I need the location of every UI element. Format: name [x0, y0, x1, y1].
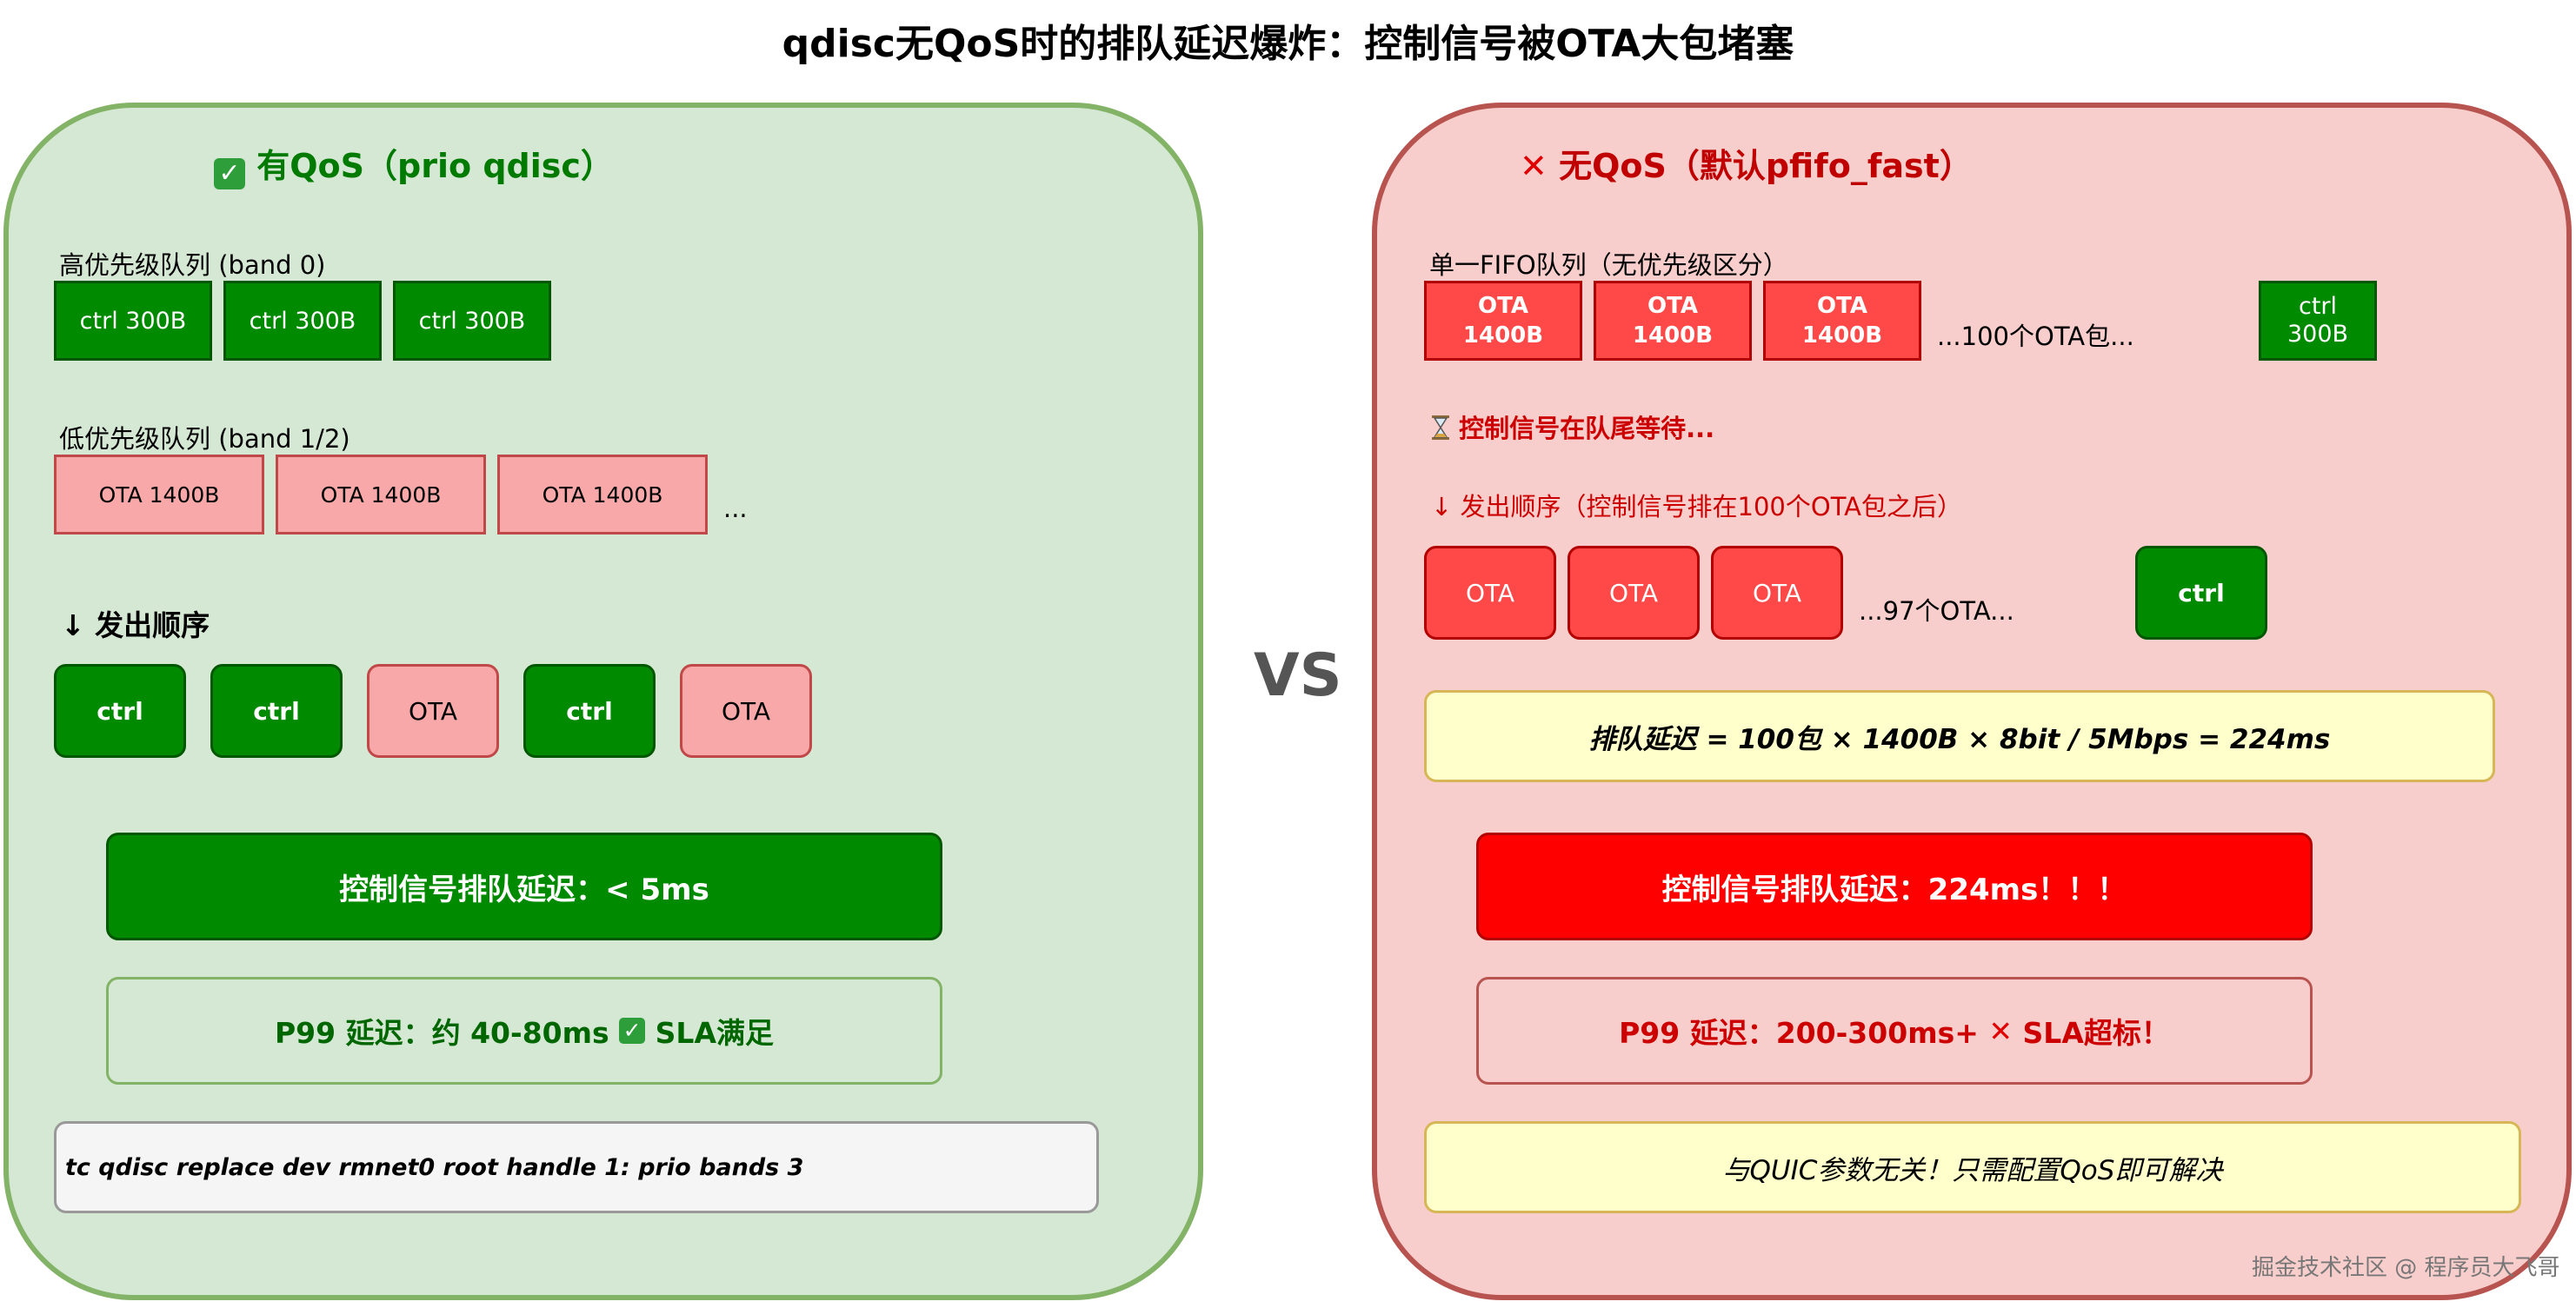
- low-priority-queue-label: 低优先级队列 (band 1/2): [59, 424, 350, 454]
- low-queue-packet: OTA 1400B: [54, 455, 264, 534]
- order-ctrl-packet: ctrl: [54, 664, 186, 758]
- hourglass-icon: [1432, 415, 1449, 440]
- high-queue-packet: ctrl 300B: [223, 281, 382, 361]
- left-delay-banner: 控制信号排队延迟：< 5ms: [106, 833, 942, 940]
- left-p99-suffix: SLA满足: [655, 1016, 774, 1050]
- left-p99-text: P99 延迟：约 40-80ms: [275, 1016, 609, 1050]
- fifo-ota-packet: OTA 1400B: [1763, 281, 1921, 361]
- solution-note: 与QUIC参数无关！只需配置QoS即可解决: [1424, 1121, 2521, 1213]
- fifo-ctrl-packet: ctrl 300B: [2259, 281, 2377, 361]
- low-queue-more: ...: [723, 494, 748, 523]
- no-qos-heading: ✕ 无QoS（默认pfifo_fast）: [1520, 139, 1973, 187]
- order-ota-packet: OTA: [1568, 546, 1700, 640]
- order-ota-packet: OTA: [1711, 546, 1843, 640]
- high-queue-packet: ctrl 300B: [393, 281, 551, 361]
- right-order-label: ↓ 发出顺序（控制信号排在100个OTA包之后）: [1431, 492, 1962, 521]
- right-p99-text: P99 延迟：200-300ms+: [1619, 1016, 1979, 1050]
- right-p99-suffix: SLA超标！: [2022, 1016, 2170, 1050]
- order-ctrl-packet: ctrl: [2135, 546, 2267, 640]
- watermark: 掘金技术社区 @ 程序员大飞哥: [2252, 1255, 2560, 1281]
- vs-label: VS: [1254, 641, 1342, 710]
- left-p99-banner: P99 延迟：约 40-80ms ✓ SLA满足: [106, 977, 942, 1085]
- delay-formula: 排队延迟 = 100包 × 1400B × 8bit / 5Mbps = 224…: [1424, 690, 2495, 782]
- fifo-ota-packet: OTA 1400B: [1594, 281, 1752, 361]
- cross-mark-icon: ✕: [1520, 147, 1548, 185]
- right-p99-banner: P99 延迟：200-300ms+ ✕ SLA超标！: [1476, 977, 2313, 1085]
- tc-command-box: tc qdisc replace dev rmnet0 root handle …: [54, 1121, 1099, 1213]
- page-title: qdisc无QoS时的排队延迟爆炸：控制信号被OTA大包堵塞: [782, 22, 1794, 66]
- high-priority-queue-label: 高优先级队列 (band 0): [59, 250, 326, 280]
- low-queue-packet: OTA 1400B: [497, 455, 708, 534]
- low-queue-packet: OTA 1400B: [276, 455, 486, 534]
- waiting-text: 控制信号在队尾等待...: [1459, 414, 1715, 443]
- order-ota-packet: OTA: [680, 664, 812, 758]
- fifo-queue-more: ...100个OTA包...: [1937, 322, 2134, 351]
- right-delay-banner: 控制信号排队延迟：224ms！！！: [1476, 833, 2313, 940]
- high-queue-packet: ctrl 300B: [54, 281, 212, 361]
- fifo-ota-packet: OTA 1400B: [1424, 281, 1582, 361]
- qos-heading: ✓ 有QoS（prio qdisc）: [214, 139, 614, 189]
- order-ctrl-packet: ctrl: [210, 664, 343, 758]
- order-ota-packet: OTA: [1424, 546, 1556, 640]
- order-ota-packet: OTA: [367, 664, 499, 758]
- cross-mark-icon: ✕: [1988, 1013, 2014, 1048]
- qos-heading-text: 有QoS（prio qdisc）: [256, 147, 614, 185]
- check-mark-icon: ✓: [619, 1018, 646, 1044]
- fifo-queue-label: 单一FIFO队列（无优先级区分）: [1429, 250, 1788, 280]
- order-ctrl-packet: ctrl: [523, 664, 656, 758]
- check-mark-icon: ✓: [214, 158, 245, 189]
- waiting-note: 控制信号在队尾等待...: [1431, 408, 1714, 445]
- left-order-label: ↓ 发出顺序: [61, 608, 210, 642]
- no-qos-heading-text: 无QoS（默认pfifo_fast）: [1559, 147, 1973, 185]
- order-more: ...97个OTA...: [1859, 596, 2014, 626]
